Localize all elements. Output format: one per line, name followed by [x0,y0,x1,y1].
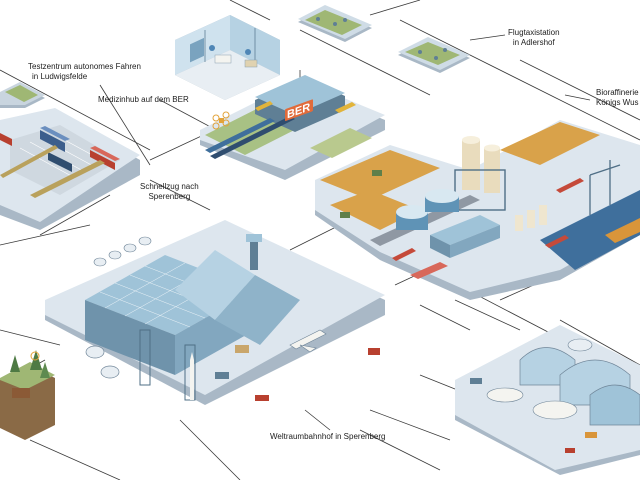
flugtaxi-tile-left [298,5,372,42]
truck-blue [40,126,70,152]
satellite-dish-icon [85,236,152,379]
forest-tile [0,350,55,440]
label-flugtaxi-line2: in Adlershof [512,38,555,47]
testzentrum-small-tile [0,82,45,108]
label-weltraum: Weltraumbahnhof in Sperenberg [270,432,385,442]
label-schnellzug-line1: Schnellzug nach [140,182,199,191]
harbor-crane [589,160,621,215]
round-tanks [396,189,459,230]
label-bioraffinerie: Bioraffinerie Königs Wus [596,88,639,108]
label-flugtaxi-line1: Flugtaxistation [508,28,560,37]
drone-icon [212,111,230,130]
small-tanks [515,205,547,231]
label-medizinhub: Medizinhub auf dem BER [98,95,189,105]
weltraumbahnhof-platform [45,220,385,405]
flugtaxi-tile-right [398,37,470,73]
truck-red-small [0,133,12,146]
truck-dark [48,152,72,172]
medizinhub-building [175,15,280,100]
arched-hangars [519,347,640,426]
truck-red [90,146,120,170]
label-bioraffinerie-line1: Bioraffinerie [596,88,639,97]
airship-icon [486,387,578,420]
hangar-platform [455,325,640,475]
testzentrum-platform [0,108,140,230]
label-weltraum-line1: Weltraumbahnhof in Sperenberg [270,432,386,441]
label-medizinhub-line1: Medizinhub auf dem BER [98,95,189,104]
label-flugtaxi: Flugtaxistation in Adlershof [508,28,560,48]
label-schnellzug-line2: Sperenberg [148,192,191,201]
label-bioraffinerie-line2: Königs Wus [596,98,639,107]
label-testzentrum: Testzentrum autonomes Fahren in Ludwigsf… [28,62,141,82]
label-testzentrum-line2: in Ludwigsfelde [32,72,88,81]
bioraffinerie-platform [315,120,640,300]
label-schnellzug: Schnellzug nach Sperenberg [140,182,199,202]
label-testzentrum-line1: Testzentrum autonomes Fahren [28,62,141,71]
space-shuttle [289,329,327,353]
